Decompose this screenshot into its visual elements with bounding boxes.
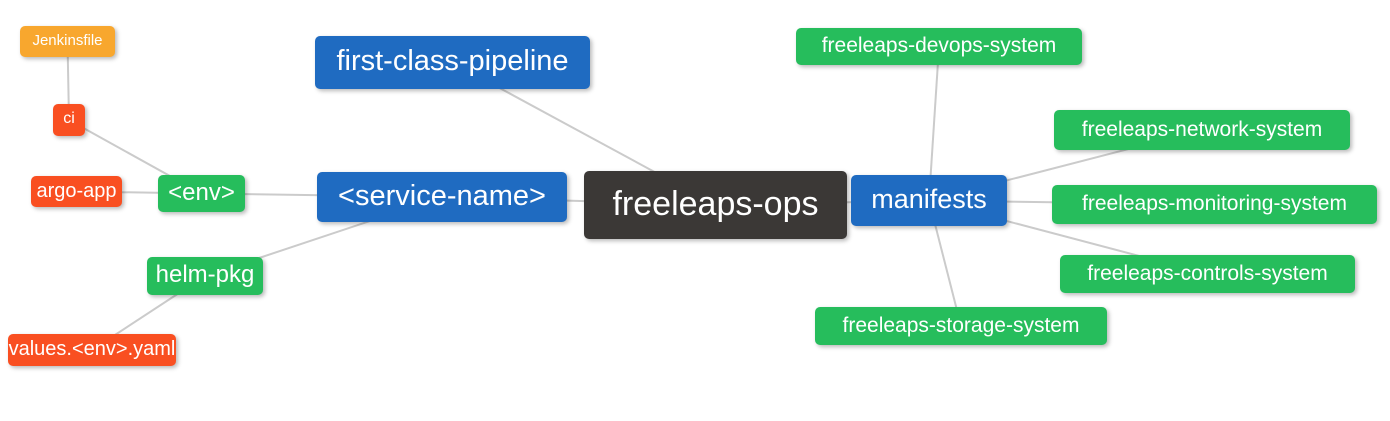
node-freeleaps-ops[interactable]: freeleaps-ops <box>584 171 847 239</box>
node-argo-app[interactable]: argo-app <box>31 176 122 207</box>
node-label: <env> <box>168 178 235 206</box>
node-freeleaps-network-system[interactable]: freeleaps-network-system <box>1054 110 1350 150</box>
node-label: Jenkinsfile <box>32 32 103 49</box>
node-label: first-class-pipeline <box>336 45 569 77</box>
node-label: freeleaps-devops-system <box>821 34 1057 57</box>
node-manifests[interactable]: manifests <box>851 175 1007 226</box>
node-jenkinsfile[interactable]: Jenkinsfile <box>20 26 115 57</box>
node-label: freeleaps-storage-system <box>842 313 1080 337</box>
node-first-class-pipeline[interactable]: first-class-pipeline <box>315 36 590 89</box>
node-env[interactable]: <env> <box>158 175 245 212</box>
node-helm-pkg[interactable]: helm-pkg <box>147 257 263 295</box>
node-label: manifests <box>871 184 987 214</box>
node-label: helm-pkg <box>155 261 255 288</box>
node-label: freeleaps-controls-system <box>1087 261 1328 285</box>
node-label: values.<env>.yaml <box>8 338 176 360</box>
node-label: freeleaps-monitoring-system <box>1082 192 1347 215</box>
node-values-env-yaml[interactable]: values.<env>.yaml <box>8 334 176 366</box>
node-freeleaps-storage-system[interactable]: freeleaps-storage-system <box>815 307 1107 345</box>
node-label: <service-name> <box>338 179 546 212</box>
node-label: freeleaps-ops <box>612 185 819 223</box>
node-freeleaps-devops-system[interactable]: freeleaps-devops-system <box>796 28 1082 65</box>
node-freeleaps-monitoring-system[interactable]: freeleaps-monitoring-system <box>1052 185 1377 224</box>
node-ci[interactable]: ci <box>53 104 85 136</box>
node-freeleaps-controls-system[interactable]: freeleaps-controls-system <box>1060 255 1355 293</box>
node-label: ci <box>63 110 75 127</box>
node-label: argo-app <box>36 179 117 202</box>
node-label: freeleaps-network-system <box>1081 117 1323 141</box>
node-service-name[interactable]: <service-name> <box>317 172 567 222</box>
